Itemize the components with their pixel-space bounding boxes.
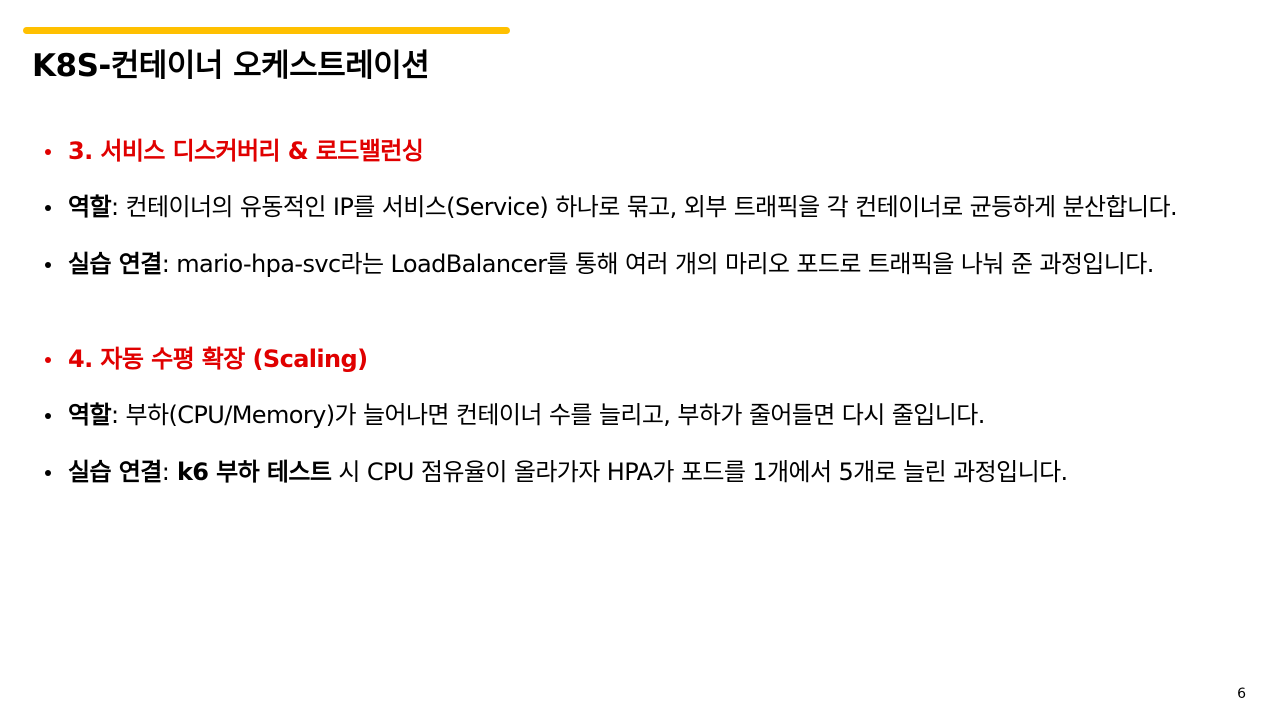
section-heading-service-discovery: 3. 서비스 디스커버리 & 로드밸런싱 — [40, 128, 1265, 175]
bullet-practice-scaling: 실습 연결: k6 부하 테스트 시 CPU 점유율이 올라가자 HPA가 포드… — [40, 449, 1265, 496]
label-separator: : — [110, 193, 119, 221]
role-text: 부하(CPU/Memory)가 늘어나면 컨테이너 수를 늘리고, 부하가 줄어… — [118, 401, 985, 429]
practice-label: 실습 연결 — [68, 458, 162, 486]
section-heading-text: 3. 서비스 디스커버리 & 로드밸런싱 — [68, 137, 424, 165]
practice-text: mario-hpa-svc라는 LoadBalancer를 통해 여러 개의 마… — [169, 250, 1154, 278]
role-label: 역할 — [68, 193, 112, 221]
bullet-practice-service-discovery: 실습 연결: mario-hpa-svc라는 LoadBalancer를 통해 … — [40, 241, 1265, 288]
title-accent-bar — [23, 27, 510, 34]
section-heading-text: 4. 자동 수평 확장 (Scaling) — [68, 345, 368, 373]
page-number: 6 — [1237, 686, 1246, 702]
bullet-role-service-discovery: 역할: 컨테이너의 유동적인 IP를 서비스(Service) 하나로 묶고, … — [40, 184, 1265, 231]
section-spacer — [40, 298, 1265, 336]
slide-title: K8S-컨테이너 오케스트레이션 — [32, 48, 430, 84]
label-separator: : — [110, 401, 119, 429]
role-label: 역할 — [68, 401, 112, 429]
role-text: 컨테이너의 유동적인 IP를 서비스(Service) 하나로 묶고, 외부 트… — [118, 193, 1177, 221]
label-separator: : — [161, 250, 170, 278]
practice-bold-text: k6 부하 테스트 — [169, 458, 332, 486]
label-separator: : — [161, 458, 170, 486]
practice-label: 실습 연결 — [68, 250, 162, 278]
bullet-list: 3. 서비스 디스커버리 & 로드밸런싱 역할: 컨테이너의 유동적인 IP를 … — [40, 128, 1265, 506]
practice-text: 시 CPU 점유율이 올라가자 HPA가 포드를 1개에서 5개로 늘린 과정입… — [331, 458, 1068, 486]
section-heading-scaling: 4. 자동 수평 확장 (Scaling) — [40, 336, 1265, 383]
bullet-role-scaling: 역할: 부하(CPU/Memory)가 늘어나면 컨테이너 수를 늘리고, 부하… — [40, 392, 1265, 439]
